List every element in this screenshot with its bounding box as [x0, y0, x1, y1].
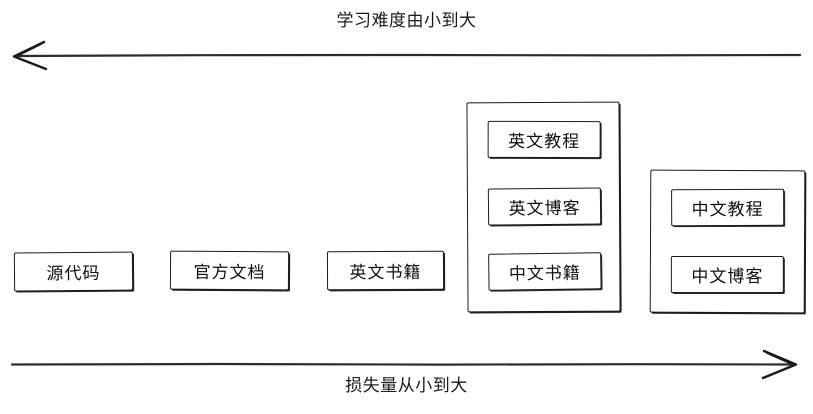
node-label: 官方文档	[193, 262, 266, 283]
node-label: 英文教程	[508, 131, 581, 152]
top-axis-label: 学习难度由小到大	[336, 11, 477, 30]
node-label: 源代码	[46, 263, 101, 284]
node-source-code[interactable]: 源代码	[13, 251, 134, 292]
node-label: 中文博客	[691, 266, 764, 286]
node-chinese-blog[interactable]: 中文博客	[670, 255, 784, 293]
node-label: 英文书籍	[349, 262, 422, 283]
bottom-axis-label: 损失量从小到大	[345, 376, 468, 395]
node-english-tutorial[interactable]: 英文教程	[487, 120, 601, 159]
node-english-blog[interactable]: 英文博客	[487, 187, 602, 226]
node-label: 中文教程	[691, 199, 764, 220]
node-official-docs[interactable]: 官方文档	[169, 250, 290, 291]
node-chinese-books[interactable]: 中文书籍	[488, 252, 602, 291]
loss-axis-arrow	[10, 349, 798, 380]
chinese-materials-group[interactable]: 中文教程 中文博客	[649, 169, 806, 314]
difficulty-axis-arrow	[12, 40, 802, 71]
node-chinese-tutorial[interactable]: 中文教程	[671, 188, 785, 227]
node-label: 英文博客	[508, 198, 581, 219]
node-label: 中文书籍	[508, 263, 581, 284]
node-english-books[interactable]: 英文书籍	[326, 250, 445, 291]
english-materials-group[interactable]: 英文教程 英文博客 中文书籍	[466, 101, 621, 313]
